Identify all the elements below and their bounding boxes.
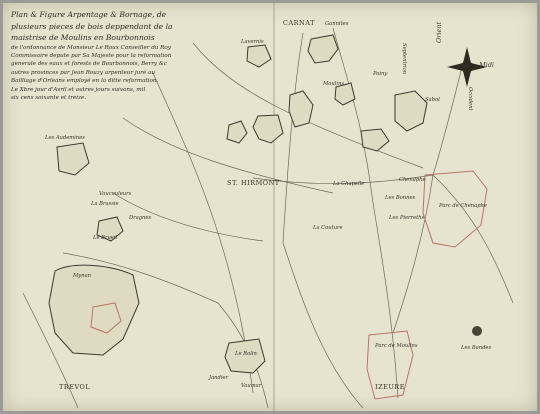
title-line-2: plusieurs pieces de bois deppendant de l… [11, 21, 173, 31]
compass-orient: Orient [435, 21, 443, 43]
place-maulins: Maulins [323, 81, 345, 87]
road [432, 174, 514, 304]
map-drawing [22, 27, 514, 409]
wood-le-rolin [224, 338, 266, 374]
wood [288, 90, 314, 128]
wood [226, 120, 248, 144]
road [112, 192, 264, 242]
body-line-3: generale des eaux et forests de Bourbonn… [11, 61, 167, 68]
road [282, 242, 364, 409]
parks [90, 170, 488, 400]
map-sheet: Plan & Figure Arpentage & Bornage, de pl… [3, 3, 537, 411]
road [252, 174, 434, 184]
road [192, 42, 424, 169]
place-vaucouleurs: Vaucouleurs [99, 191, 132, 197]
wood-lavernis [246, 44, 272, 68]
compass-rose [447, 47, 487, 87]
place-mynan: Mynan [73, 273, 92, 279]
place-la-couture: La Couture [313, 225, 343, 231]
title-line-1: Plan & Figure Arpentage & Bornage, de [11, 10, 167, 19]
place-gannites: Gannites [325, 21, 349, 27]
wood-maulins [334, 82, 356, 106]
place-les-pierreths: Les Pierreths [389, 215, 425, 221]
place-parc-de-chenaphe: Parc de Chenaphe [439, 203, 487, 209]
park-mynan [90, 302, 122, 334]
wood [360, 128, 390, 152]
wood-carnat [307, 34, 339, 64]
body-line-1: de l'ordonnance de Monsieur Le Roux Cons… [11, 44, 171, 51]
road [152, 72, 254, 394]
compass-midi: Midi [479, 61, 494, 69]
roads [22, 27, 514, 409]
place-painy: Painy [373, 71, 388, 77]
road [332, 27, 399, 399]
wood [252, 114, 284, 144]
place-dragnes: Dragnes [129, 215, 152, 221]
wood-painy [394, 90, 428, 132]
wood-mynan [48, 264, 140, 356]
body-line-4: autres provinces par Jean Rouzy arpenteu… [11, 69, 155, 76]
body-line-6: Le Xbre jour d'Avril et autres jours sui… [11, 86, 146, 93]
place-trevol: TREVOL [59, 383, 91, 391]
road [122, 117, 334, 194]
body-line-5: Bailliage d'Orleans employé en la ditte … [11, 78, 159, 85]
place-izeure: IZEURE [375, 383, 405, 391]
place-parc-de-moulins: Parc de Moulins [375, 343, 418, 349]
title-cartouche: Plan & Figure Arpentage & Bornage, de pl… [11, 9, 189, 102]
road [22, 292, 79, 409]
woods [48, 34, 428, 374]
road [62, 252, 219, 304]
place-st-hirmont: St. HIRMONT [227, 179, 280, 187]
place-les-audemines: Les Audemines [45, 135, 85, 141]
paper-fold [273, 3, 275, 411]
wood [56, 142, 90, 176]
body-line-7: six cens soixante et treize. [11, 94, 87, 101]
place-les-bonnes: Les Bonnes [385, 195, 416, 201]
place-chenaphe: Chenaphe [399, 177, 426, 183]
place-vaumar: Vaumar [241, 383, 262, 389]
park-moulins [366, 330, 414, 400]
place-carnat: CARNAT [283, 19, 315, 27]
wood-le-brueil [96, 216, 124, 242]
title-line-3: maistrise de Moulins en Bourbonnois [11, 33, 155, 42]
place-lavernis: Lavernis [241, 39, 264, 45]
place-sabot: Sabot [425, 97, 441, 103]
place-les-bandes: Les Bandes [461, 345, 492, 351]
compass-septentrion: Septentrion [401, 43, 407, 75]
place-le-rolin: Le Rolin [235, 351, 257, 357]
place-jandier: Jandier [209, 375, 229, 381]
place-le-brueil: Le Brueil [93, 235, 118, 241]
bush-symbol [472, 326, 482, 336]
road [432, 62, 464, 176]
compass-occident: Occident [467, 87, 473, 111]
park-chenaphe [422, 170, 488, 248]
body-line-2: Commissaire depute par Sa Majeste pour l… [11, 52, 172, 59]
road [282, 32, 304, 244]
road [392, 174, 434, 334]
place-la-chapelle: La Chapelle [333, 181, 365, 187]
place-la-brassie: La Brassie [91, 201, 119, 207]
